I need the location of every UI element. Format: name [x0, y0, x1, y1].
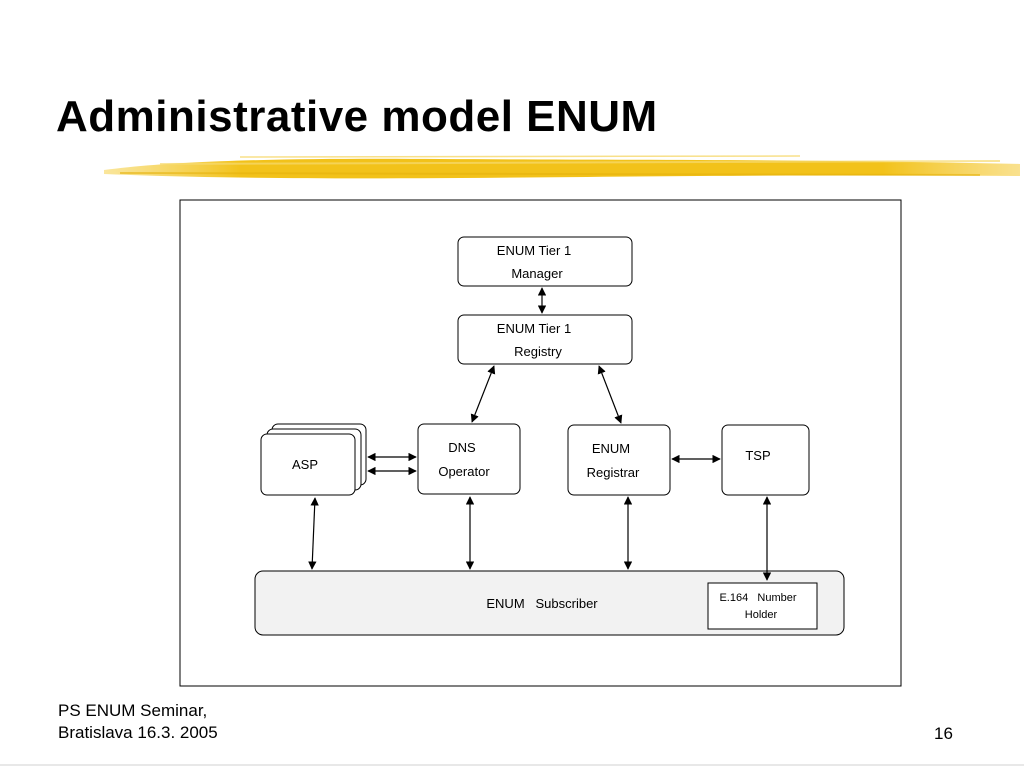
asp-node-stack: ASP: [260, 423, 367, 496]
tier1-manager-line2: Manager: [511, 266, 563, 281]
tier1-manager-line1: ENUM Tier 1: [497, 243, 571, 258]
asp-label: ASP: [292, 457, 318, 472]
dns-operator-node: DNS Operator: [417, 423, 521, 495]
tsp-node: TSP: [721, 424, 810, 496]
subscriber-label: ENUM Subscriber: [486, 596, 598, 611]
tsp-label: TSP: [745, 448, 770, 463]
slide-title: Administrative model ENUM: [56, 92, 658, 141]
tier1-registry-node: ENUM Tier 1 Registry: [457, 314, 633, 365]
footer-line-2: Bratislava 16.3. 2005: [58, 723, 218, 742]
tier1-manager-node: ENUM Tier 1 Manager: [457, 236, 633, 287]
highlighter-underline: [104, 155, 1020, 179]
footer-caption: PS ENUM Seminar, Bratislava 16.3. 2005: [58, 700, 218, 744]
enum-registrar-node: ENUM Registrar: [567, 424, 671, 496]
tier1-registry-line1: ENUM Tier 1: [497, 321, 571, 336]
number-holder-line1: E.164 Number: [719, 592, 796, 604]
enum-registrar-line1: ENUM: [592, 441, 630, 456]
dns-operator-line1: DNS: [448, 440, 476, 455]
number-holder-line2: Holder: [745, 609, 778, 621]
e164-number-holder-node: E.164 Number Holder: [707, 582, 818, 630]
connector-arrows: [308, 287, 772, 581]
footer-line-1: PS ENUM Seminar,: [58, 701, 208, 720]
bottom-divider: [0, 764, 1024, 766]
dns-operator-line2: Operator: [438, 464, 490, 479]
page-number: 16: [934, 724, 953, 743]
arrow-asp-subscriber: [308, 497, 319, 570]
arrow-registry-registrar: [597, 365, 623, 424]
arrow-registry-dns: [470, 365, 496, 423]
enum-registrar-line2: Registrar: [587, 465, 640, 480]
enum-subscriber-node: ENUM Subscriber: [254, 570, 845, 636]
tier1-registry-line2: Registry: [514, 344, 562, 359]
